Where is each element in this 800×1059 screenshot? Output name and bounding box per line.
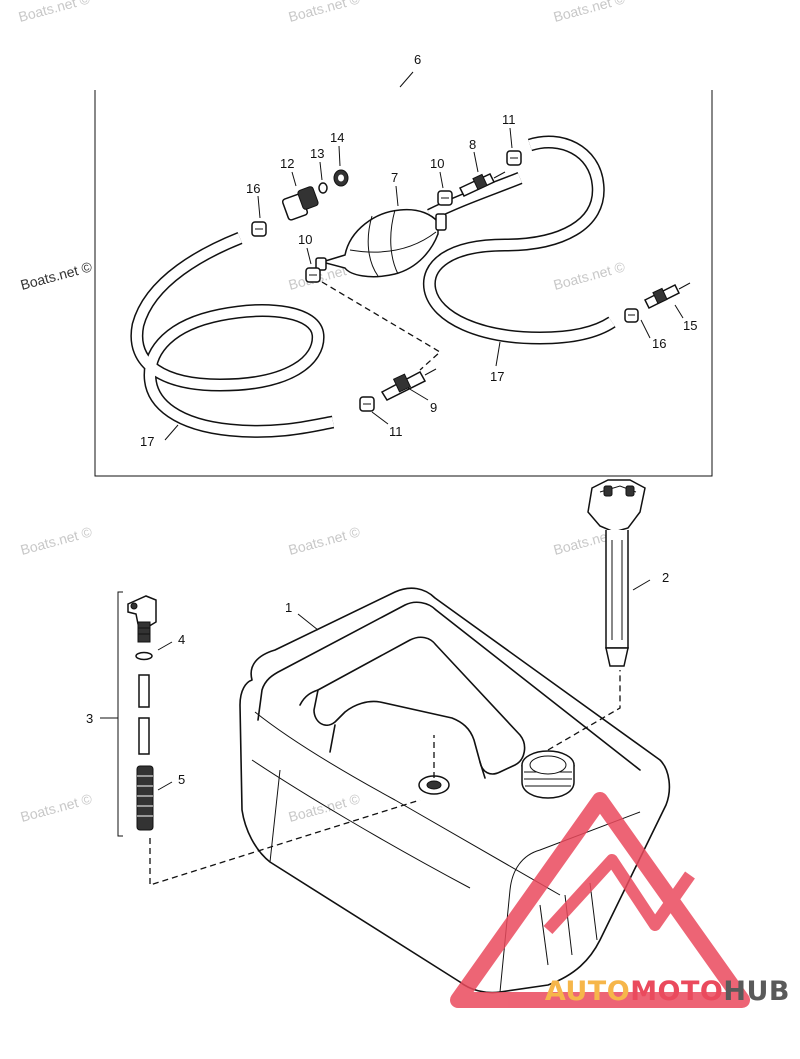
label-tank-1: 1 — [285, 600, 292, 615]
clamp-10-left — [305, 267, 321, 283]
guide-line — [149, 799, 421, 886]
clamp-11-bottom — [359, 396, 375, 412]
tank-outlet-port — [418, 775, 450, 795]
leader-lines — [164, 127, 684, 441]
label-gauge-2: 2 — [662, 570, 669, 585]
pickup-assembly: 3 4 5 — [86, 591, 185, 837]
primer-bulb — [315, 208, 447, 278]
watermark-text: Boats.net © — [552, 0, 628, 25]
tank-contour — [251, 759, 471, 889]
watermark-text: Boats.net © — [19, 523, 95, 558]
label-clamp-10: 10 — [430, 156, 444, 171]
leader-line — [157, 781, 173, 791]
tank-handle-edge — [479, 761, 486, 779]
label-hose-17: 17 — [490, 369, 504, 384]
screen-mesh — [137, 775, 153, 817]
label-clamp-11: 11 — [502, 112, 516, 127]
leader-line — [632, 579, 651, 591]
fitting-8 — [458, 171, 506, 197]
watermark-text: Boats.net © — [552, 258, 628, 293]
label-seal-4: 4 — [178, 632, 185, 647]
clamp-11-top — [506, 150, 522, 166]
label-oring-13: 13 — [310, 146, 324, 161]
tank-contour — [269, 769, 281, 863]
automotohub-logo: AUTOMOTOHUB — [545, 976, 790, 1007]
tank-body — [239, 587, 671, 994]
fuel-gauge: 2 — [587, 479, 669, 667]
seal-4 — [135, 651, 153, 661]
connection-path — [321, 281, 442, 371]
label-screen-5: 5 — [178, 772, 185, 787]
watermark-text: Boats.net © — [287, 790, 363, 825]
watermark-text: Boats.net © — [287, 523, 363, 558]
automotohub-logo-mark — [450, 792, 750, 1008]
tank-contour — [499, 811, 641, 993]
label-group-6: 6 — [414, 52, 421, 67]
watermark-text: Boats.net © — [19, 258, 95, 293]
tank-rib — [539, 904, 549, 966]
tank-handle-edge — [299, 689, 319, 706]
assembly-bracket — [94, 90, 713, 477]
tank-handle-edge — [329, 724, 336, 753]
logo-auto-text: AUTO — [544, 976, 631, 1007]
fuel-tank: 1 — [149, 587, 671, 994]
pickup-tube — [138, 717, 150, 755]
watermark-text: Boats.net © — [19, 790, 95, 825]
fitting-9 — [380, 368, 437, 401]
label-clamp-10: 10 — [298, 232, 312, 247]
clamp-16-top — [251, 221, 267, 237]
watermark-text: Boats.net © — [287, 0, 363, 25]
tank-handle — [313, 636, 526, 775]
label-clamp-16: 16 — [246, 181, 260, 196]
tank-rib — [589, 882, 598, 941]
hose-right — [422, 135, 616, 345]
label-clamp-11: 11 — [389, 424, 403, 439]
label-bulb-7: 7 — [391, 170, 398, 185]
pickup-elbow-stem — [137, 621, 151, 643]
watermark-text: Boats.net © — [17, 0, 93, 25]
fitting-15 — [643, 282, 691, 310]
label-fitting-15: 15 — [683, 318, 697, 333]
screen-5 — [136, 765, 154, 831]
leader-line — [297, 613, 319, 631]
leader-line — [157, 641, 173, 651]
label-washer-14: 14 — [330, 130, 344, 145]
label-hose-17: 17 — [140, 434, 154, 449]
label-group-3: 3 — [86, 711, 93, 726]
clamp-10-right — [437, 190, 453, 206]
tank-top-edge — [257, 601, 641, 771]
hose-left — [130, 231, 335, 438]
fuel-line-assembly: 6 — [94, 52, 713, 477]
label-connector-12: 12 — [280, 156, 294, 171]
watermark-layer: Boats.net © Boats.net © Boats.net © Boat… — [17, 0, 628, 825]
guide-line — [547, 670, 621, 751]
logo-hub-text: HUB — [723, 976, 790, 1007]
tank-filler-neck — [521, 750, 575, 799]
clamp-16-right — [624, 308, 639, 323]
connector-assembly — [281, 169, 349, 221]
label-fitting-8: 8 — [469, 137, 476, 152]
tank-contour — [254, 711, 561, 896]
label-clamp-16: 16 — [652, 336, 666, 351]
label-fitting-9: 9 — [430, 400, 437, 415]
assembly-bracket — [117, 591, 123, 837]
logo-moto-text: MOTO — [630, 976, 724, 1007]
leader-line — [399, 71, 414, 88]
pickup-tube — [138, 674, 150, 708]
